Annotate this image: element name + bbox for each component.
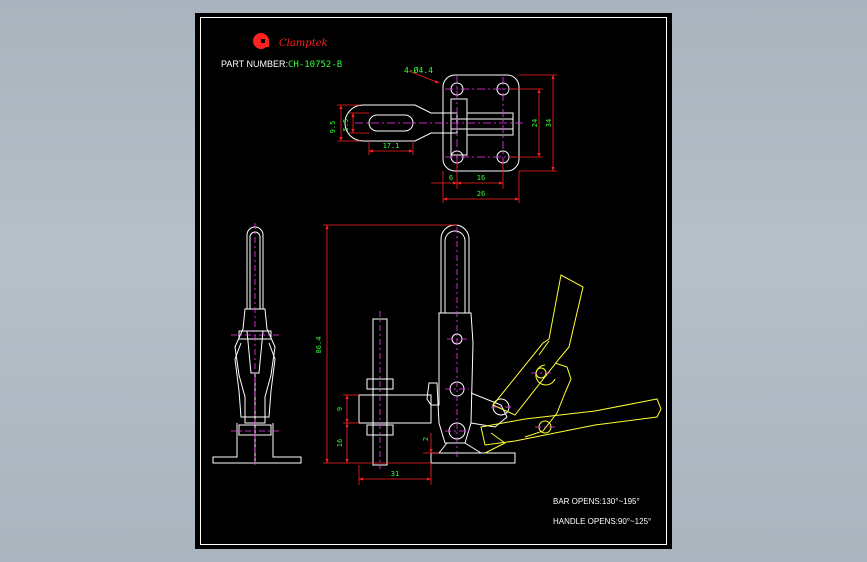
spindle-nut-top xyxy=(366,378,394,390)
base-side xyxy=(430,452,516,464)
dim-9: 9 xyxy=(336,407,344,411)
dim-86: 86.4 xyxy=(315,337,323,354)
note-handle-opens: HANDLE OPENS:90°~125° xyxy=(553,517,651,526)
dim-24: 24 xyxy=(531,119,539,127)
dim-16-side: 16 xyxy=(336,439,344,447)
cad-drawing: Clamptek PART NUMBER: CH-10752-B xyxy=(212,33,662,526)
dim-31: 31 xyxy=(391,470,399,478)
dim-17-1: 17.1 xyxy=(383,142,400,150)
dim-26: 26 xyxy=(477,190,485,198)
dim-16-top: 16 xyxy=(477,174,485,182)
side-view xyxy=(358,224,516,466)
part-number-value: CH-10752-B xyxy=(288,60,342,70)
spindle-block xyxy=(466,112,514,136)
note-bar-opens: BAR OPENS:130°~195° xyxy=(553,497,640,506)
clamp-arm xyxy=(358,394,432,424)
hole-spec-label: 4-Ø4.4 xyxy=(404,65,433,75)
clamp-bar xyxy=(344,104,458,142)
open-position-outline xyxy=(480,274,662,454)
pivot-block xyxy=(450,98,468,156)
bar-slot xyxy=(368,114,414,132)
link-body-front xyxy=(234,308,276,424)
drawing-sheet: Clamptek PART NUMBER: CH-10752-B xyxy=(195,13,672,549)
brand-name: Clamptek xyxy=(279,38,328,49)
drawing-border xyxy=(200,17,667,545)
dim-34: 34 xyxy=(545,119,553,127)
dim-6: 6 xyxy=(449,174,453,182)
dim-5-5: 5.5 xyxy=(342,119,350,132)
dim-9-5: 9.5 xyxy=(329,121,337,134)
brand-logo: Clamptek xyxy=(253,33,328,49)
handle-link xyxy=(426,312,474,444)
dim-2: 2 xyxy=(422,437,430,441)
front-view xyxy=(212,226,302,464)
part-number-label: PART NUMBER: xyxy=(221,59,288,69)
